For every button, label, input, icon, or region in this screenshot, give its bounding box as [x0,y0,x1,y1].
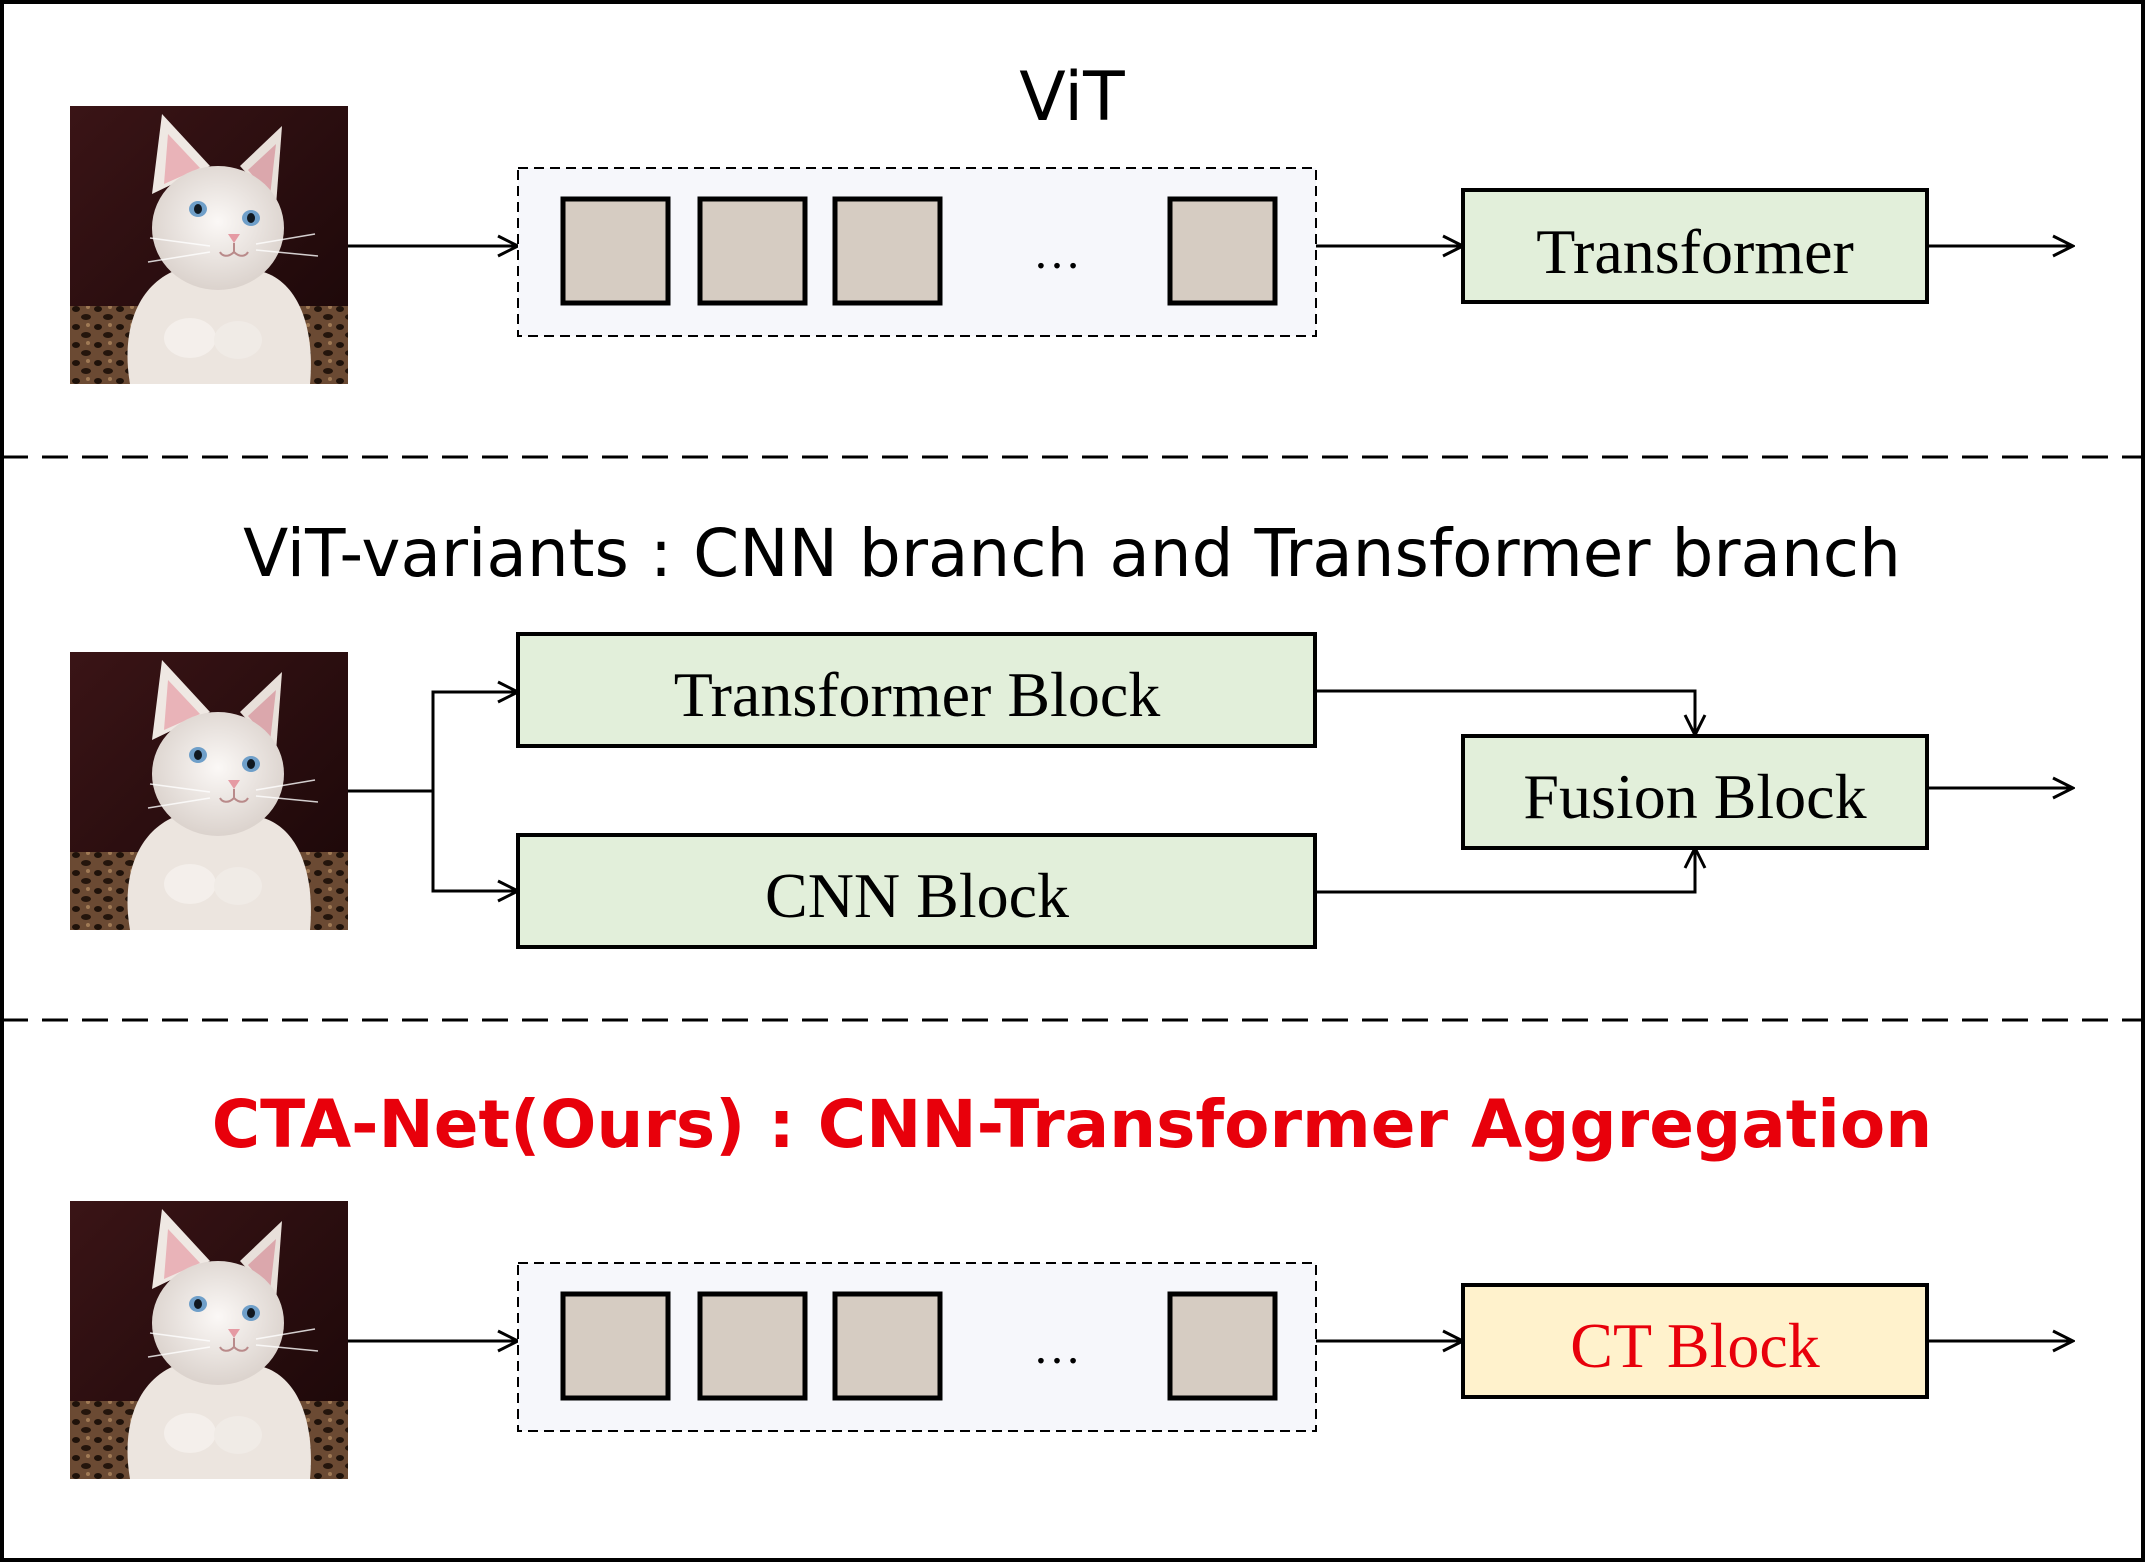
arrow-image-to-transformer-block [348,692,518,793]
vit-patch-token [560,196,671,306]
cnn-block [516,833,1317,949]
vit-title: ViT [1019,58,1125,137]
vit-patch-token [832,196,943,306]
vit-patch-token [1167,196,1278,306]
fusion-block-label: Fusion Block [1523,761,1866,832]
cta-net-title: CTA-Net(Ours) : CNN-Transformer Aggregat… [212,1086,1933,1163]
arrow-cnn-to-fusion [1315,848,1695,894]
cta-patch-token [560,1291,671,1401]
arrow-transformer-to-fusion [1315,689,1695,735]
vit-patch-token [697,196,808,306]
panel-cta-net: CTA-Net(Ours) : CNN-Transformer Aggregat… [69,1086,2073,1480]
cta-patch-token [1167,1291,1278,1401]
vit-patch-ellipsis: … [1033,226,1081,279]
vit-input-image [69,105,349,385]
vit-variants-input-image [69,651,349,931]
vit-transformer-block [1461,188,1929,304]
cta-net-input-image [69,1200,349,1480]
panel-vit: ViT … Transformer [69,58,2073,385]
arrow-image-to-cnn-block [431,791,518,891]
ct-block-label: CT Block [1570,1310,1820,1381]
transformer-block-label: Transformer Block [674,659,1160,730]
cta-patch-token [832,1291,943,1401]
vit-variants-title: ViT-variants : CNN branch and Transforme… [243,515,1901,592]
cnn-block-label: CNN Block [765,860,1069,931]
panel-vit-variants: ViT-variants : CNN branch and Transforme… [69,515,2073,949]
ct-block [1461,1283,1929,1399]
cta-patch-ellipsis: … [1033,1321,1081,1374]
fusion-block [1461,734,1929,850]
cta-patch-token [697,1291,808,1401]
transformer-block [516,632,1317,748]
vit-transformer-label: Transformer [1536,216,1854,287]
